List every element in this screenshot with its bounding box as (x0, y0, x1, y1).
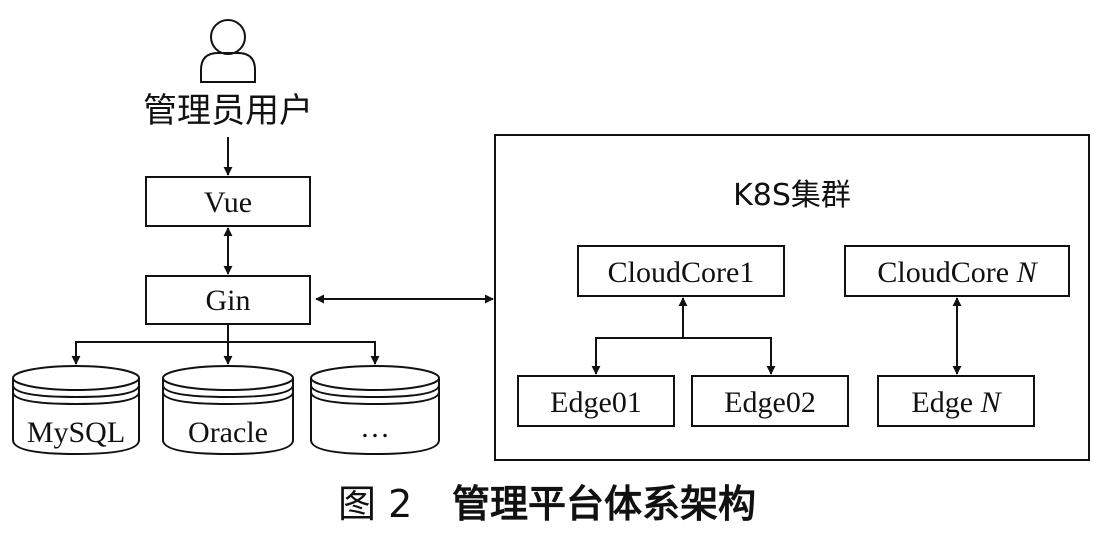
vue-label: Vue (204, 186, 252, 219)
edge-n-label: Edge N (911, 386, 1002, 419)
edge-n-node: Edge N (877, 375, 1035, 427)
cloudcore-n-label: CloudCore N (877, 256, 1038, 289)
gin-node: Gin (145, 275, 311, 325)
database-mysql-label: MySQL (27, 416, 125, 449)
cloudcore-n-node: CloudCore N (844, 245, 1070, 297)
database-oracle: Oracle (162, 365, 294, 456)
edge02-node: Edge02 (691, 375, 849, 427)
user-icon (200, 19, 256, 83)
figure-caption: 图 2 管理平台体系架构 (338, 482, 756, 526)
caption-title: 管理平台体系架构 (452, 482, 756, 526)
user-label: 管理员用户 (143, 91, 313, 131)
edge01-label: Edge01 (550, 386, 642, 419)
gin-label: Gin (206, 284, 251, 317)
caption-number: 图 2 (338, 482, 412, 526)
vue-node: Vue (145, 176, 311, 227)
gin-to-databases-arrows (71, 324, 380, 365)
edge02-label: Edge02 (724, 386, 816, 419)
database-more-label: … (360, 411, 390, 444)
cloudcore-1-node: CloudCore1 (577, 245, 785, 297)
cloudcore-1-label: CloudCore1 (608, 256, 755, 289)
edges-to-cloudcore1-arrows (591, 297, 776, 375)
database-mysql: MySQL (12, 365, 140, 456)
database-more: … (310, 365, 440, 456)
database-oracle-label: Oracle (188, 416, 268, 449)
edge01-node: Edge01 (517, 375, 675, 427)
cluster-title: K8S集群 (733, 178, 851, 213)
